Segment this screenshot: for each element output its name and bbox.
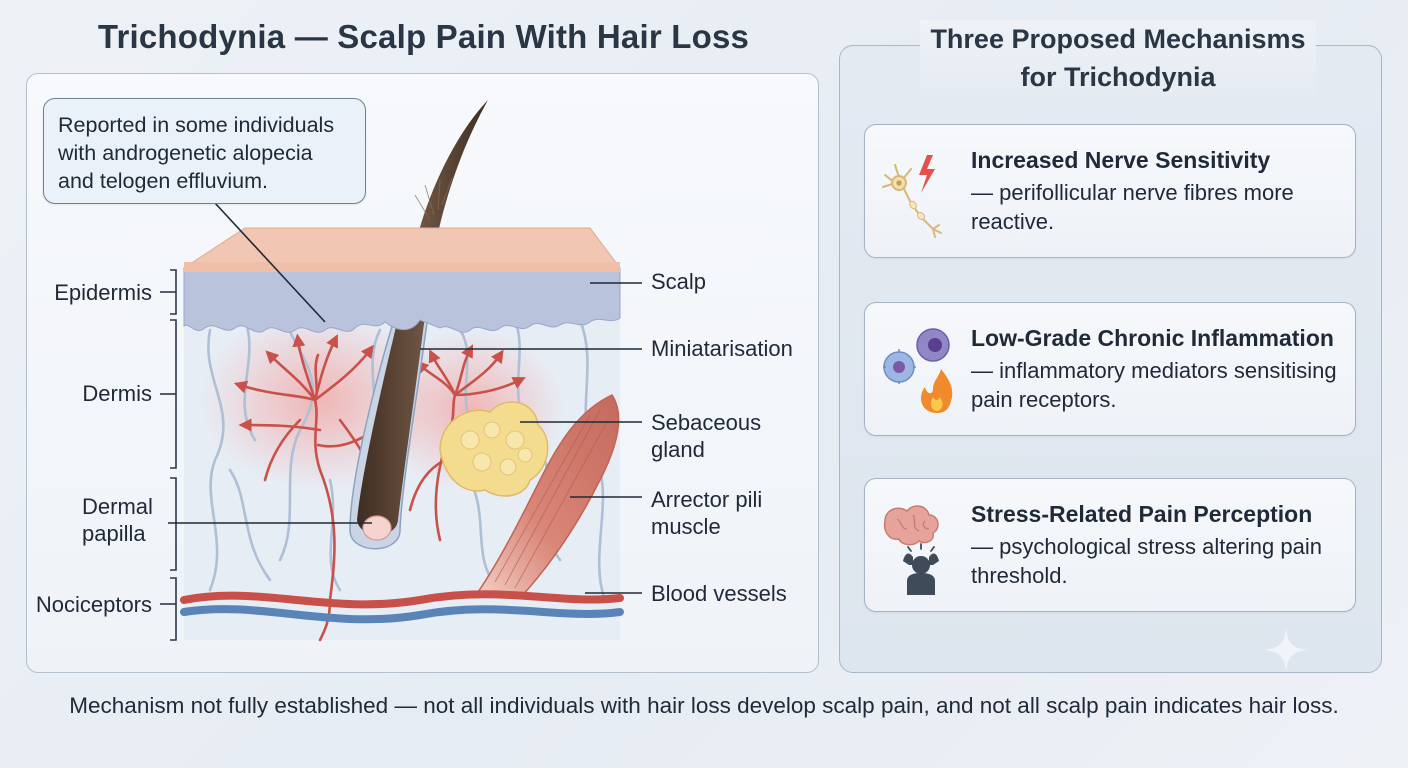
layer-brackets — [160, 269, 177, 641]
mechanism-desc-inflammation: — inflammatory mediators sensitising pai… — [971, 358, 1337, 412]
label-sebaceous-gland: Sebaceous gland — [651, 409, 761, 463]
label-sebaceous-line2: gland — [651, 437, 705, 462]
skin-top-band — [184, 262, 620, 272]
label-scalp: Scalp — [651, 269, 707, 294]
left-panel-title: Trichodynia — Scalp Pain With Hair Loss — [97, 18, 750, 55]
note-box: Reported in some individuals with androg… — [43, 98, 366, 204]
label-arrector-line2: muscle — [651, 514, 721, 539]
mechanism-title-inflammation: Low-Grade Chronic Inflammation — [971, 325, 1334, 351]
right-panel-title: Three Proposed Mechanisms for Trichodyni… — [920, 20, 1316, 96]
dermal-papilla-shape — [362, 515, 392, 541]
label-blood-vessels: Blood vessels — [651, 581, 787, 606]
mechanism-title-stress: Stress-Related Pain Perception — [971, 501, 1313, 527]
mechanism-card-inflammation: Low-Grade Chronic Inflammation — inflamm… — [864, 302, 1356, 436]
label-nociceptors: Nociceptors — [35, 592, 152, 617]
right-title-line2: for Trichodynia — [1020, 62, 1216, 92]
label-miniaturisation: Miniatarisation — [651, 336, 793, 361]
blood-vessels-shape — [180, 590, 624, 624]
label-sebaceous-line1: Sebaceous — [651, 410, 762, 435]
label-dermal-papilla: Dermal papilla — [82, 493, 153, 547]
mechanism-title-nerve: Increased Nerve Sensitivity — [971, 147, 1271, 173]
arrector-pili-muscle-shape — [476, 394, 620, 599]
label-arrector-line1: Arrector pili — [651, 487, 763, 512]
mechanism-desc-stress: — psychological stress altering pain thr… — [971, 534, 1322, 588]
label-dermal-papilla-line2: papilla — [82, 521, 146, 546]
sparkle-icon — [1264, 628, 1308, 672]
epidermis-layer — [183, 267, 621, 333]
mechanism-card-stress: Stress-Related Pain Perception — psychol… — [864, 478, 1356, 612]
label-dermal-papilla-line1: Dermal — [82, 494, 153, 519]
leader-lines — [168, 202, 642, 594]
mechanism-card-nerve: Increased Nerve Sensitivity — perifollic… — [864, 124, 1356, 258]
footer-note: Mechanism not fully established — not al… — [69, 693, 1339, 718]
brain-stress-icon — [883, 505, 939, 595]
label-arrector-pili-muscle: Arrector pili muscle — [651, 486, 762, 540]
right-title-line1: Three Proposed Mechanisms — [930, 24, 1306, 54]
scalp-cross-section-diagram — [160, 100, 642, 642]
mechanism-desc-nerve: — perifollicular nerve fibres more react… — [971, 180, 1294, 234]
label-epidermis: Epidermis — [54, 280, 152, 305]
label-dermis: Dermis — [82, 381, 152, 406]
sebaceous-gland-shape — [439, 401, 549, 497]
inflammation-icon — [883, 328, 953, 413]
neuron-icon — [882, 155, 942, 238]
